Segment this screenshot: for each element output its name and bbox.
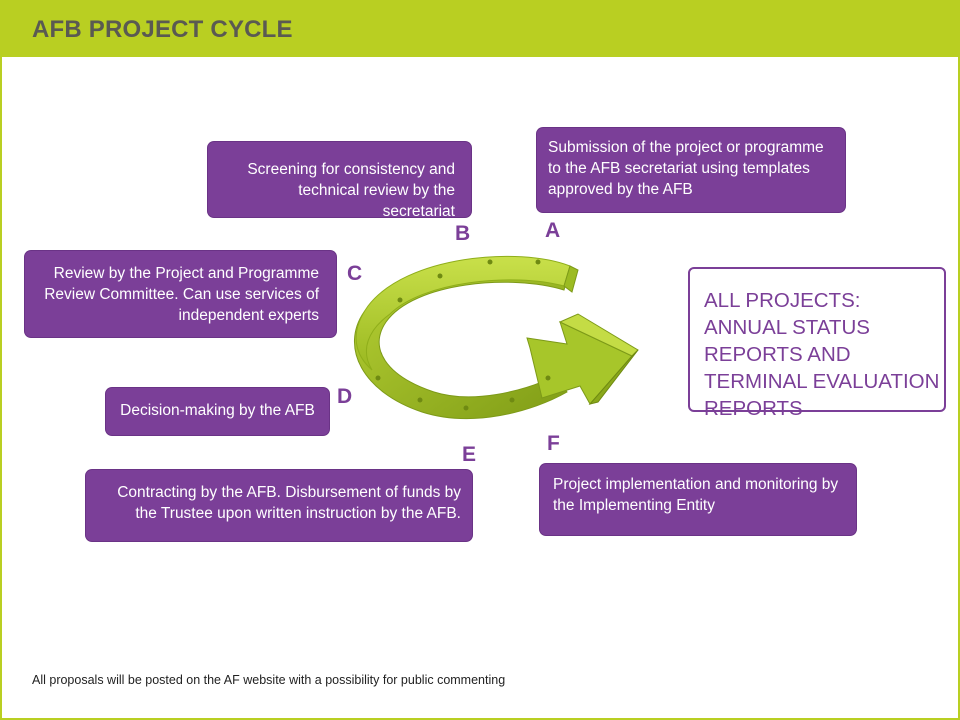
header-bar: AFB PROJECT CYCLE xyxy=(2,2,958,57)
step-d-text: Decision-making by the AFB xyxy=(120,402,315,419)
curved-arrow-icon xyxy=(354,255,639,419)
step-c-box: Review by the Project and Programme Revi… xyxy=(25,251,336,337)
step-c-text: Review by the Project and Programme Revi… xyxy=(44,265,319,324)
page-title: AFB PROJECT CYCLE xyxy=(32,16,293,43)
step-c-letter: C xyxy=(347,262,363,285)
step-d-box: Decision-making by the AFB xyxy=(106,388,329,435)
step-b-text: Screening for consistency and technical … xyxy=(247,161,455,220)
status-reports-text: ALL PROJECTS: ANNUAL STATUS REPORTS AND … xyxy=(704,289,940,420)
step-d-letter: D xyxy=(337,385,353,408)
step-f-box: Project implementation and monitoring by… xyxy=(540,464,856,535)
step-f-letter: F xyxy=(547,432,560,455)
status-reports-box: ALL PROJECTS: ANNUAL STATUS REPORTS AND … xyxy=(688,267,946,420)
step-e-text: Contracting by the AFB. Disbursement of … xyxy=(117,484,461,522)
step-a-box: Submission of the project or programme t… xyxy=(537,128,845,212)
step-e-box: Contracting by the AFB. Disbursement of … xyxy=(86,470,472,541)
footer-note: All proposals will be posted on the AF w… xyxy=(32,673,506,687)
step-e-letter: E xyxy=(462,443,477,466)
step-a-text: Submission of the project or programme t… xyxy=(548,139,824,198)
step-b-letter: B xyxy=(455,222,471,245)
step-b-box: Screening for consistency and technical … xyxy=(208,142,471,220)
step-a-letter: A xyxy=(545,219,561,242)
step-f-text: Project implementation and monitoring by… xyxy=(553,476,839,514)
